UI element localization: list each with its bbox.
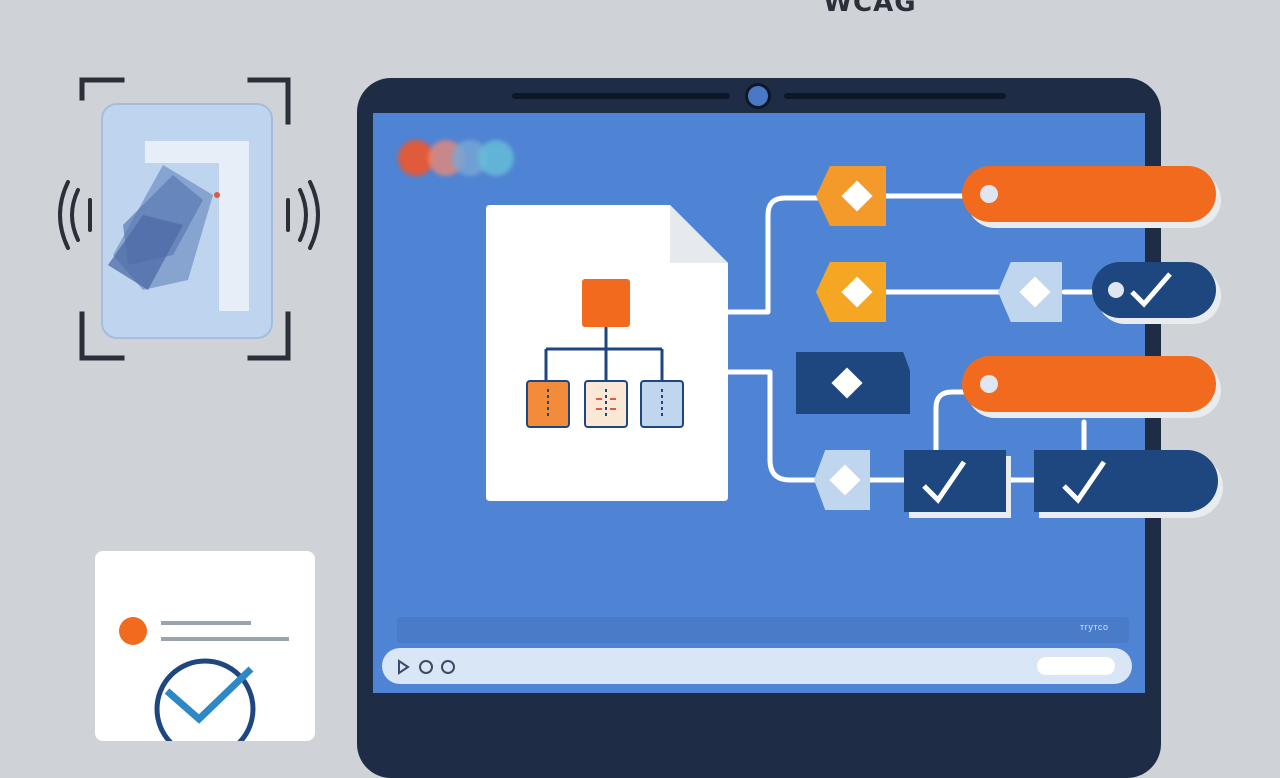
diamond-card[interactable] <box>796 352 910 414</box>
orange-pill[interactable] <box>962 166 1216 222</box>
circle-icon <box>419 660 433 674</box>
window-dot-teal[interactable] <box>478 140 514 176</box>
phone-scanner <box>101 103 273 339</box>
page-title: WCAG <box>823 0 917 18</box>
check-icon <box>922 460 967 504</box>
connector-lines <box>725 193 1099 483</box>
scanner-phone-icon <box>108 141 249 311</box>
camera-icon <box>748 86 768 106</box>
diamond-tag-icon[interactable] <box>816 166 886 226</box>
sound-wave-icon <box>286 180 320 250</box>
document-icon <box>486 205 728 501</box>
play-icon <box>398 659 410 675</box>
status-strip <box>397 617 1129 643</box>
address-bar-button[interactable] <box>1037 657 1115 675</box>
check-icon <box>1062 460 1107 504</box>
status-hint: тгутсо <box>1080 622 1109 632</box>
check-pill[interactable] <box>1092 262 1216 318</box>
diamond-tag-icon[interactable] <box>814 450 870 510</box>
diamond-tag-icon[interactable] <box>816 262 886 322</box>
checklist-icon <box>119 617 289 760</box>
org-chart-icon <box>526 279 684 428</box>
orange-pill[interactable] <box>962 356 1216 412</box>
check-card[interactable] <box>904 450 1006 512</box>
note-card <box>95 551 315 760</box>
check-pill[interactable] <box>1034 450 1218 512</box>
check-icon <box>1130 272 1172 308</box>
sound-wave-icon <box>58 180 92 250</box>
check-icon <box>164 666 254 724</box>
scan-frame-icon <box>79 77 291 361</box>
nav-controls[interactable] <box>396 658 466 676</box>
diamond-tag-icon[interactable] <box>998 262 1062 322</box>
circle-icon <box>441 660 455 674</box>
bezel-strip <box>512 93 730 99</box>
bezel-strip <box>784 93 1006 99</box>
address-bar[interactable] <box>382 648 1132 684</box>
